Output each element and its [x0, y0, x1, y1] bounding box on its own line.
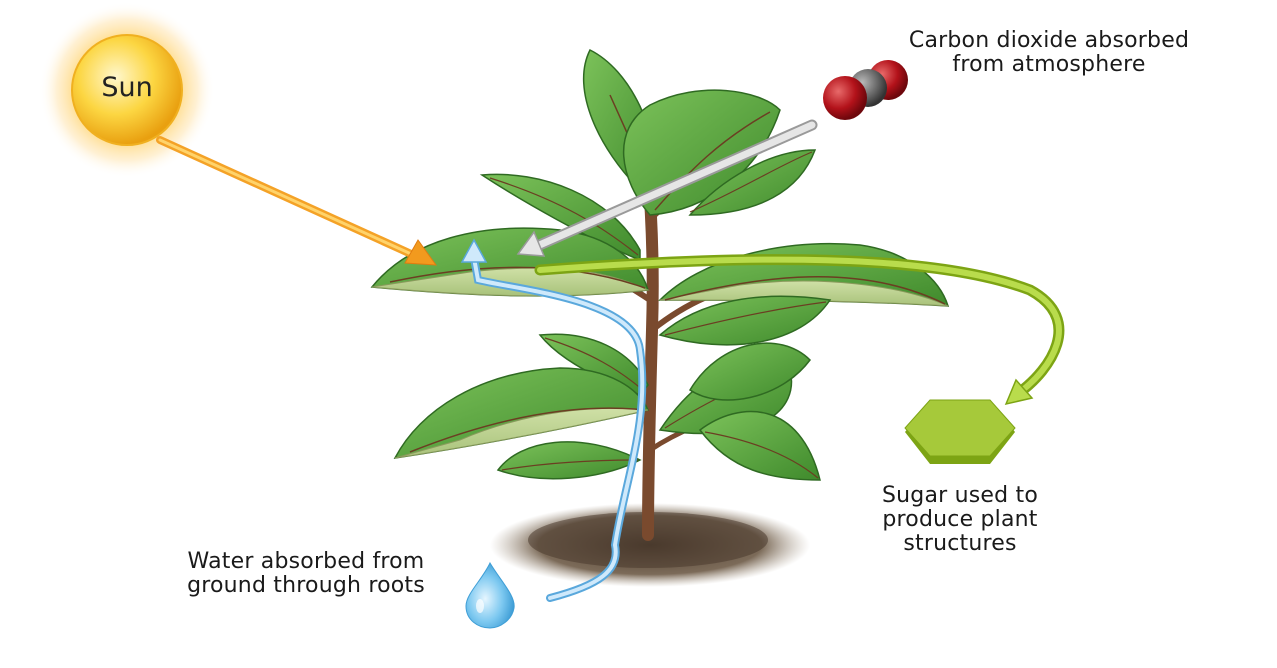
sugar-label: Sugar used to produce plant structures	[860, 484, 1060, 556]
water-label-line-1: Water absorbed from	[187, 549, 425, 574]
sugar-hexagon-icon	[904, 399, 1016, 464]
water-label-line-2: ground through roots	[187, 573, 425, 598]
sugar-label-line-3: structures	[903, 531, 1017, 556]
water-label: Water absorbed from ground through roots	[160, 550, 452, 598]
carbon-dioxide-label-line-2: from atmosphere	[952, 52, 1146, 77]
sun-label: Sun	[101, 72, 153, 103]
carbon-dioxide-molecule-icon	[823, 60, 908, 120]
carbon-dioxide-label: Carbon dioxide absorbed from atmosphere	[880, 29, 1218, 77]
co2-arrow	[516, 119, 818, 257]
water-arrow	[460, 238, 647, 602]
sunlight-arrow	[156, 136, 438, 266]
sugar-label-line-2: produce plant	[882, 507, 1038, 532]
plant-leaves	[370, 48, 950, 481]
sugar-arrow	[534, 254, 1065, 406]
carbon-dioxide-label-line-1: Carbon dioxide absorbed	[908, 28, 1190, 53]
water-drop-icon	[465, 561, 515, 629]
sun-icon	[39, 2, 215, 178]
sugar-label-line-1: Sugar used to	[882, 483, 1038, 508]
